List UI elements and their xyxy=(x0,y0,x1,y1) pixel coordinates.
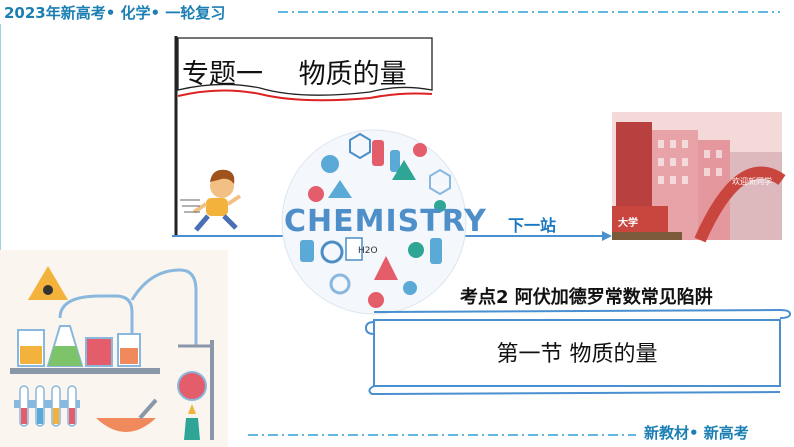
chemistry-word: CHEMISTRY xyxy=(284,204,487,239)
footer-label: 新教材• 新高考 xyxy=(644,424,749,442)
section-card-frame xyxy=(364,308,792,396)
chemistry-circle-illustration xyxy=(281,129,467,315)
university-building-illustration xyxy=(612,112,786,243)
building-arch-text: 欢迎新同学 xyxy=(732,177,772,186)
section-title[interactable]: 第一节 物质的量 xyxy=(496,342,658,367)
arrow-head xyxy=(602,231,612,241)
header-title: 2023年新高考• 化学• 一轮复习 xyxy=(4,4,226,22)
h2o-label: H2O xyxy=(358,246,378,256)
flag xyxy=(177,37,433,96)
running-boy-illustration xyxy=(180,169,242,232)
subtopic-label: 考点2 阿伏加德罗常数常见陷阱 xyxy=(460,287,713,308)
next-station-label: 下一站 xyxy=(508,216,557,235)
topic-title: 专题一 物质的量 xyxy=(182,59,407,90)
building-sign: 大学 xyxy=(618,218,638,229)
lab-equipment-illustration xyxy=(0,250,228,447)
flag-red-stripe xyxy=(177,89,433,102)
